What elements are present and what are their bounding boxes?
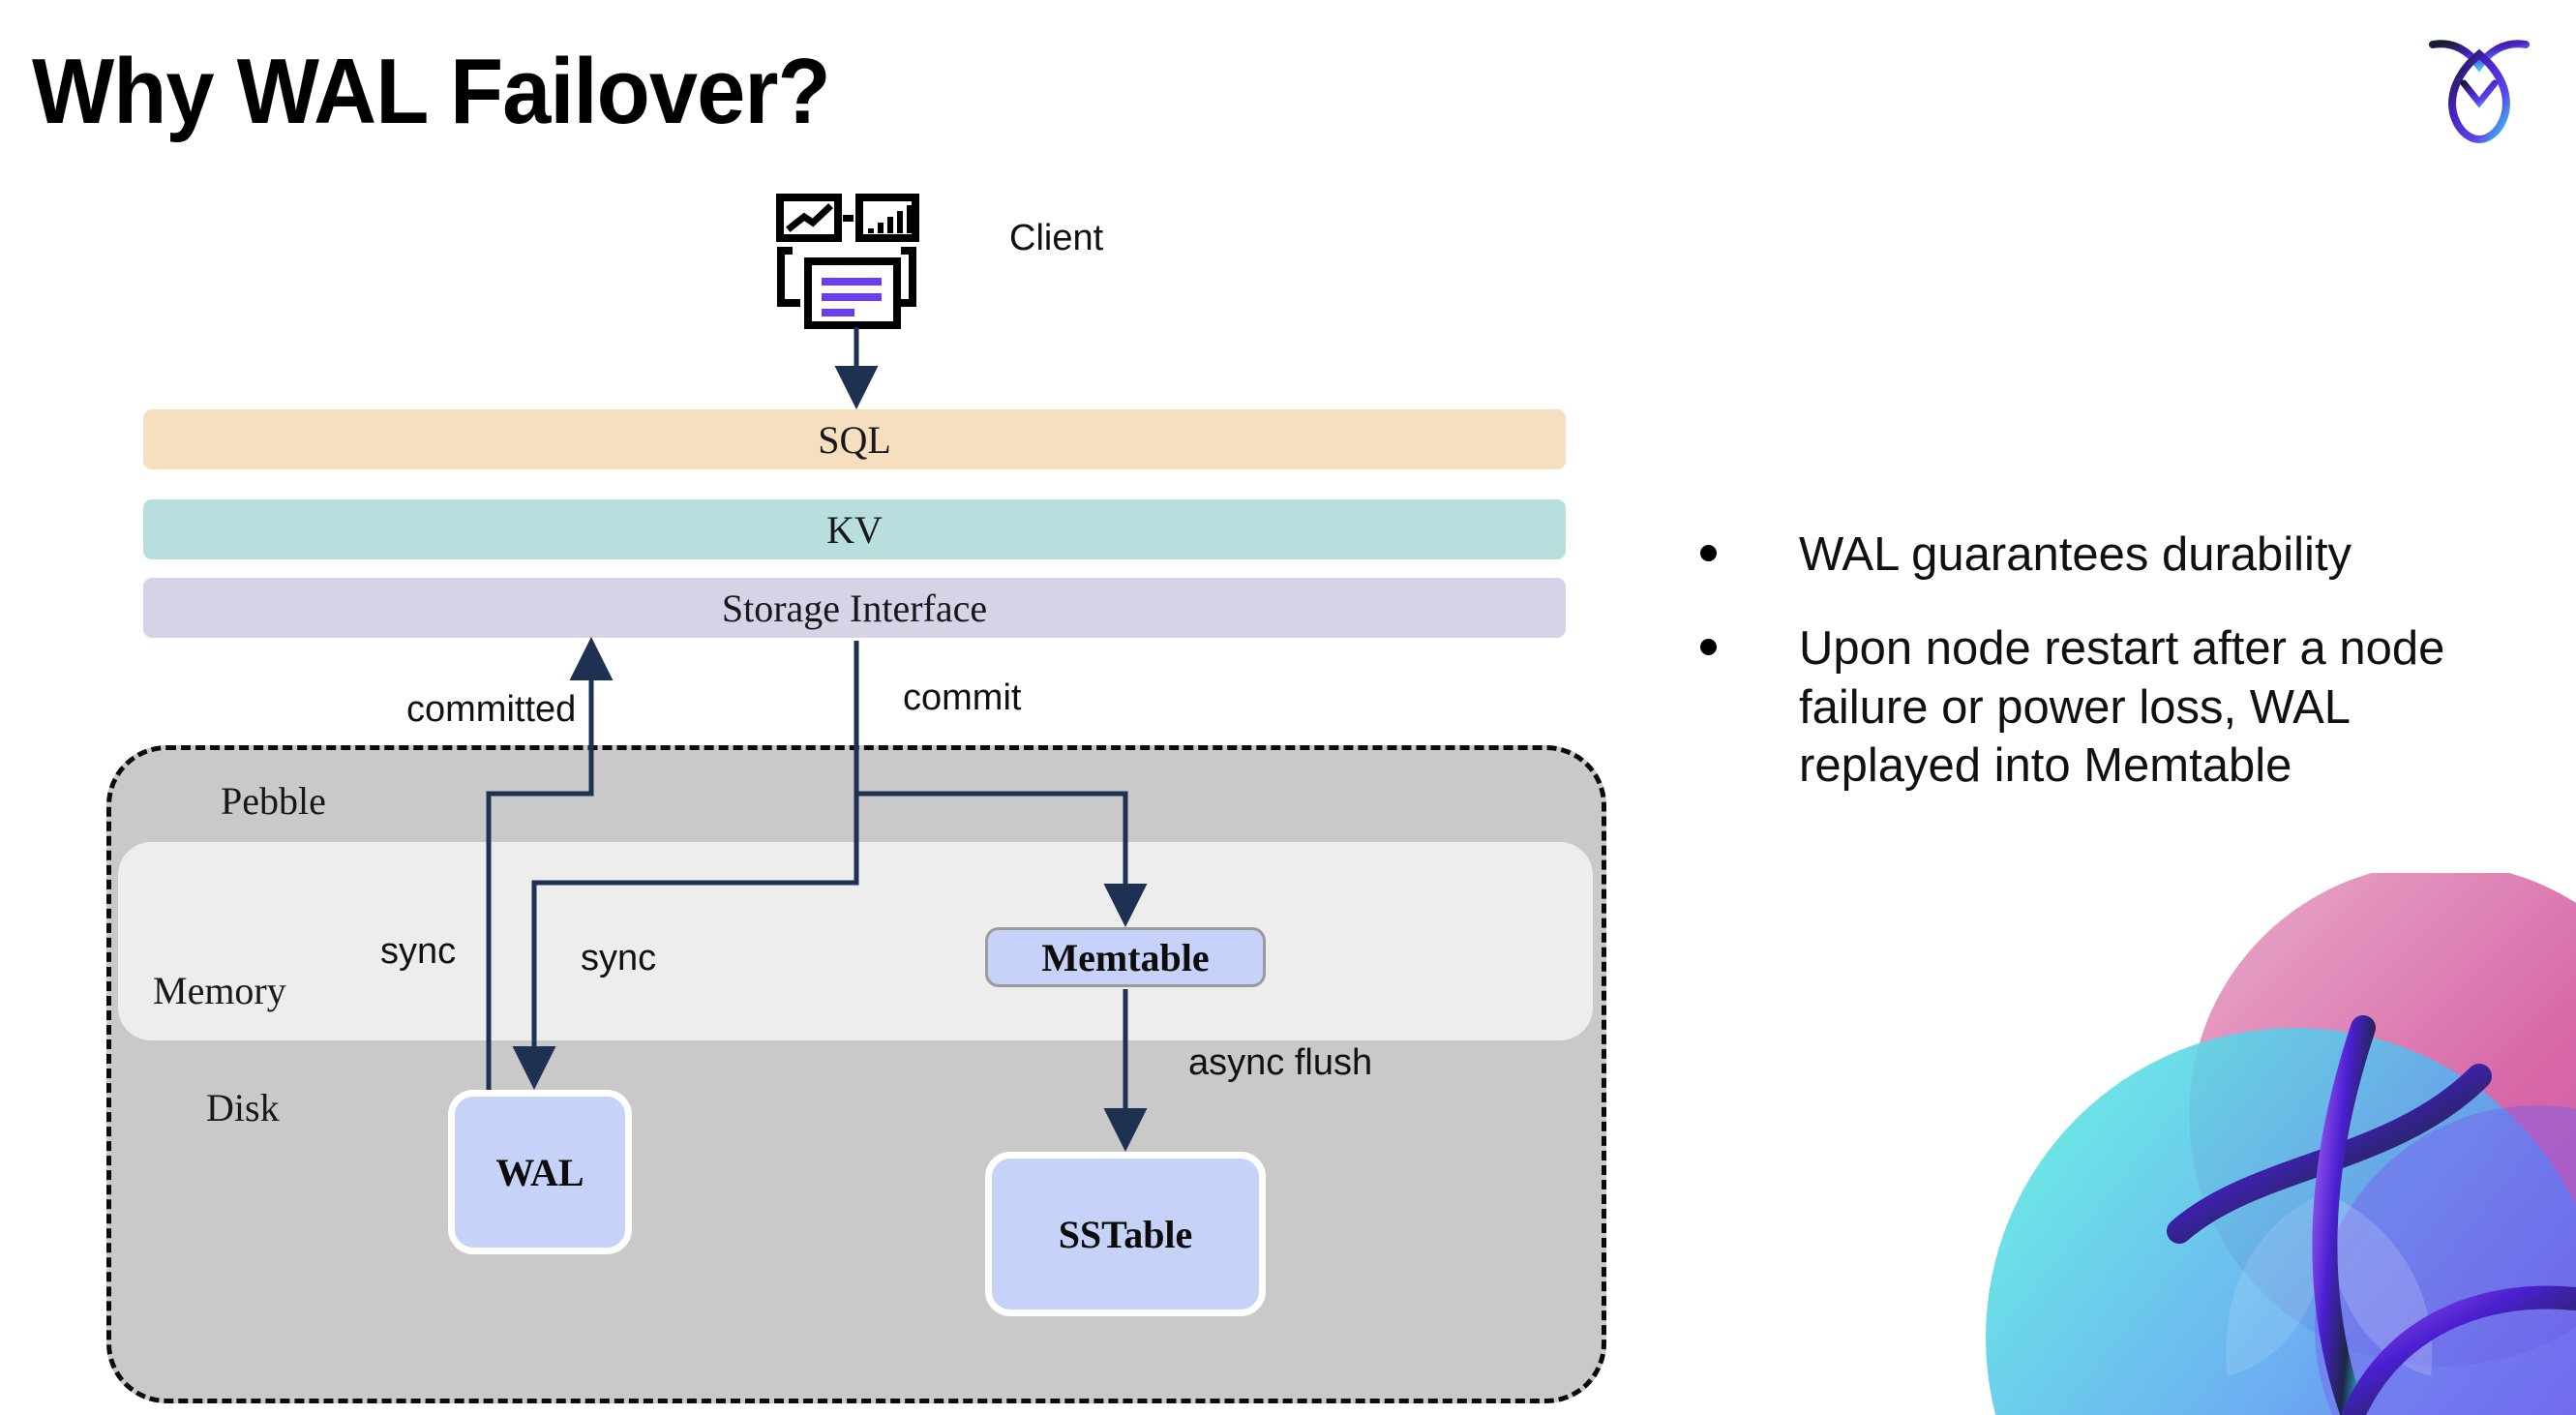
sql-layer-label: SQL xyxy=(818,417,891,462)
bullet-list: WAL guarantees durability Upon node rest… xyxy=(1700,526,2532,830)
storage-interface-layer-label: Storage Interface xyxy=(721,586,988,630)
commit-edge-label: commit xyxy=(903,677,1022,718)
memtable-node-label: Memtable xyxy=(1041,935,1210,979)
page-title: Why WAL Failover? xyxy=(32,40,831,143)
list-item: WAL guarantees durability xyxy=(1700,526,2532,585)
list-item: Upon node restart after a node failure o… xyxy=(1700,619,2532,796)
sync-edge-b-label: sync xyxy=(581,938,657,978)
wal-node: WAL xyxy=(448,1090,632,1254)
client-label: Client xyxy=(1009,218,1104,258)
bullet-text: Upon node restart after a node failure o… xyxy=(1799,621,2445,793)
sstable-node-label: SSTable xyxy=(1058,1212,1193,1256)
kv-layer-label: KV xyxy=(826,507,883,552)
cockroach-circles-decoration-icon xyxy=(1937,873,2576,1415)
sync-edge-a-label: sync xyxy=(380,931,457,972)
memtable-node: Memtable xyxy=(985,927,1266,987)
kv-layer: KV xyxy=(143,499,1566,559)
wal-node-label: WAL xyxy=(495,1150,584,1194)
pebble-label: Pebble xyxy=(221,779,326,823)
bullet-dot-icon xyxy=(1700,545,1717,561)
storage-interface-layer: Storage Interface xyxy=(143,578,1566,638)
memory-region xyxy=(118,842,1593,1040)
bullet-dot-icon xyxy=(1700,638,1717,655)
committed-edge-label: committed xyxy=(406,689,577,730)
sql-layer: SQL xyxy=(143,409,1566,469)
async-flush-edge-label: async flush xyxy=(1188,1042,1373,1083)
client-dashboard-icon xyxy=(769,191,924,331)
disk-label: Disk xyxy=(206,1086,280,1129)
sstable-node: SSTable xyxy=(985,1152,1266,1316)
cockroach-leaf-logo-icon xyxy=(2411,27,2547,144)
bullet-text: WAL guarantees durability xyxy=(1799,528,2352,581)
memory-label: Memory xyxy=(153,969,286,1012)
